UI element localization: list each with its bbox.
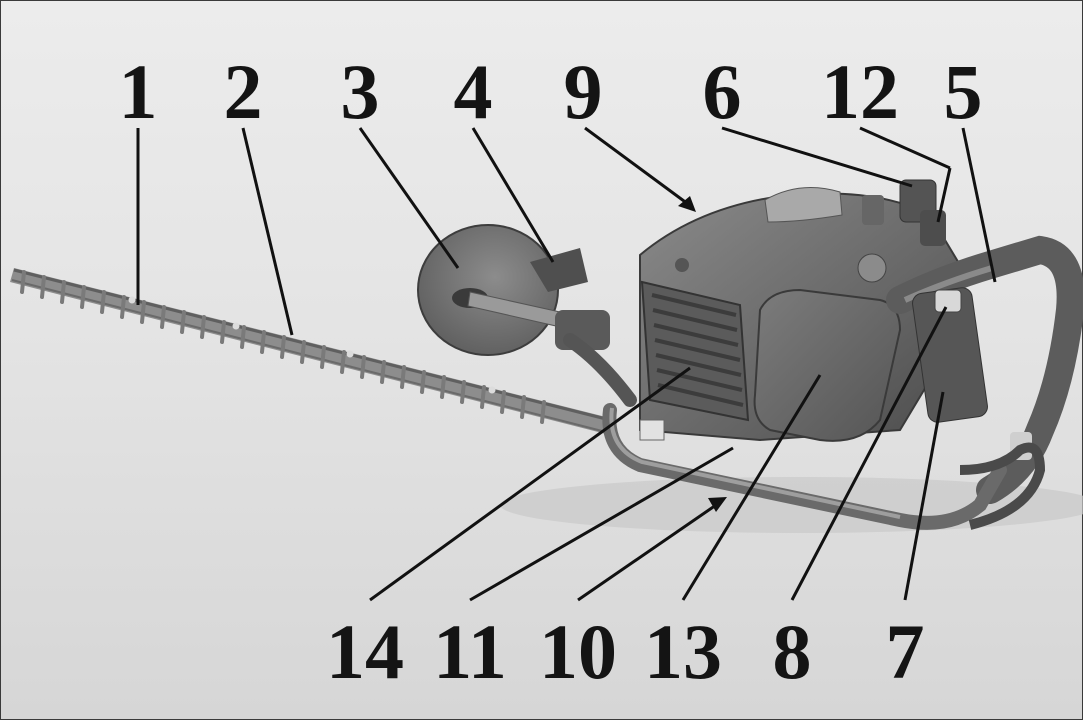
callout-1: 1 (119, 48, 158, 135)
callout-14: 14 (326, 608, 404, 695)
callout-5: 5 (944, 48, 983, 135)
callout-7: 7 (886, 608, 925, 695)
callouts-bottom: 14 11 10 13 8 7 (326, 608, 925, 695)
leader-3 (358, 127, 460, 269)
cutting-blade (10, 268, 611, 434)
leader-9 (584, 126, 689, 206)
leader-7 (903, 391, 945, 601)
leader-14 (369, 366, 691, 602)
leader-12-b (936, 167, 952, 223)
callout-2: 2 (224, 48, 263, 135)
leader-13 (681, 374, 822, 601)
callout-10: 10 (539, 608, 617, 695)
callout-9: 9 (564, 48, 603, 135)
arrowhead-10 (708, 497, 727, 512)
callouts-top: 1 2 3 4 9 6 12 5 (119, 48, 983, 135)
leader-lines (136, 126, 997, 602)
leader-10 (577, 501, 720, 602)
leader-12-a (859, 126, 951, 170)
engine-side-cover (753, 288, 902, 442)
leader-arrowheads (678, 196, 727, 512)
cylinder-grille (640, 280, 750, 422)
callout-12: 12 (821, 48, 899, 135)
callout-6: 6 (703, 48, 742, 135)
callout-11: 11 (433, 608, 507, 695)
callout-13: 13 (644, 608, 722, 695)
leader-6 (721, 126, 913, 188)
front-handle-assembly (417, 224, 637, 407)
leader-5 (961, 127, 997, 283)
leader-4 (471, 127, 555, 263)
leader-8 (790, 306, 948, 601)
callout-3: 3 (341, 48, 380, 135)
arrowhead-9 (678, 196, 696, 212)
leader-11 (469, 446, 734, 602)
frame-tube (602, 403, 1046, 530)
callout-4: 4 (454, 48, 493, 135)
leader-2 (241, 127, 294, 336)
callout-8: 8 (773, 608, 812, 695)
